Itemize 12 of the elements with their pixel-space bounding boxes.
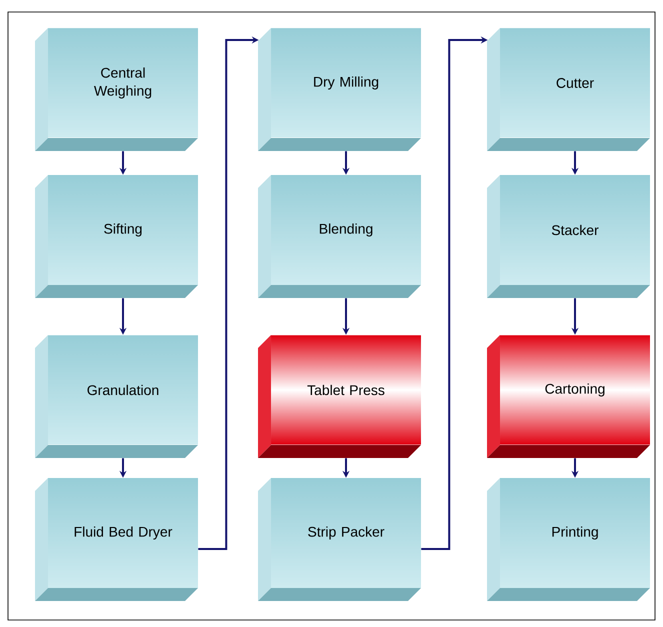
process-block: Strip Packer	[258, 478, 421, 601]
process-block: Cutter	[487, 28, 650, 151]
process-block: Tablet Press	[258, 335, 421, 458]
process-block: Dry Milling	[258, 28, 421, 151]
process-block: Central Weighing	[35, 28, 198, 151]
process-block: Sifting	[35, 175, 198, 298]
process-block: Blending	[258, 175, 421, 298]
process-block: Stacker	[487, 175, 650, 298]
process-block: Granulation	[35, 335, 198, 458]
process-block: Printing	[487, 478, 650, 601]
process-block: Cartoning	[487, 335, 650, 458]
process-block: Fluid Bed Dryer	[35, 478, 198, 601]
